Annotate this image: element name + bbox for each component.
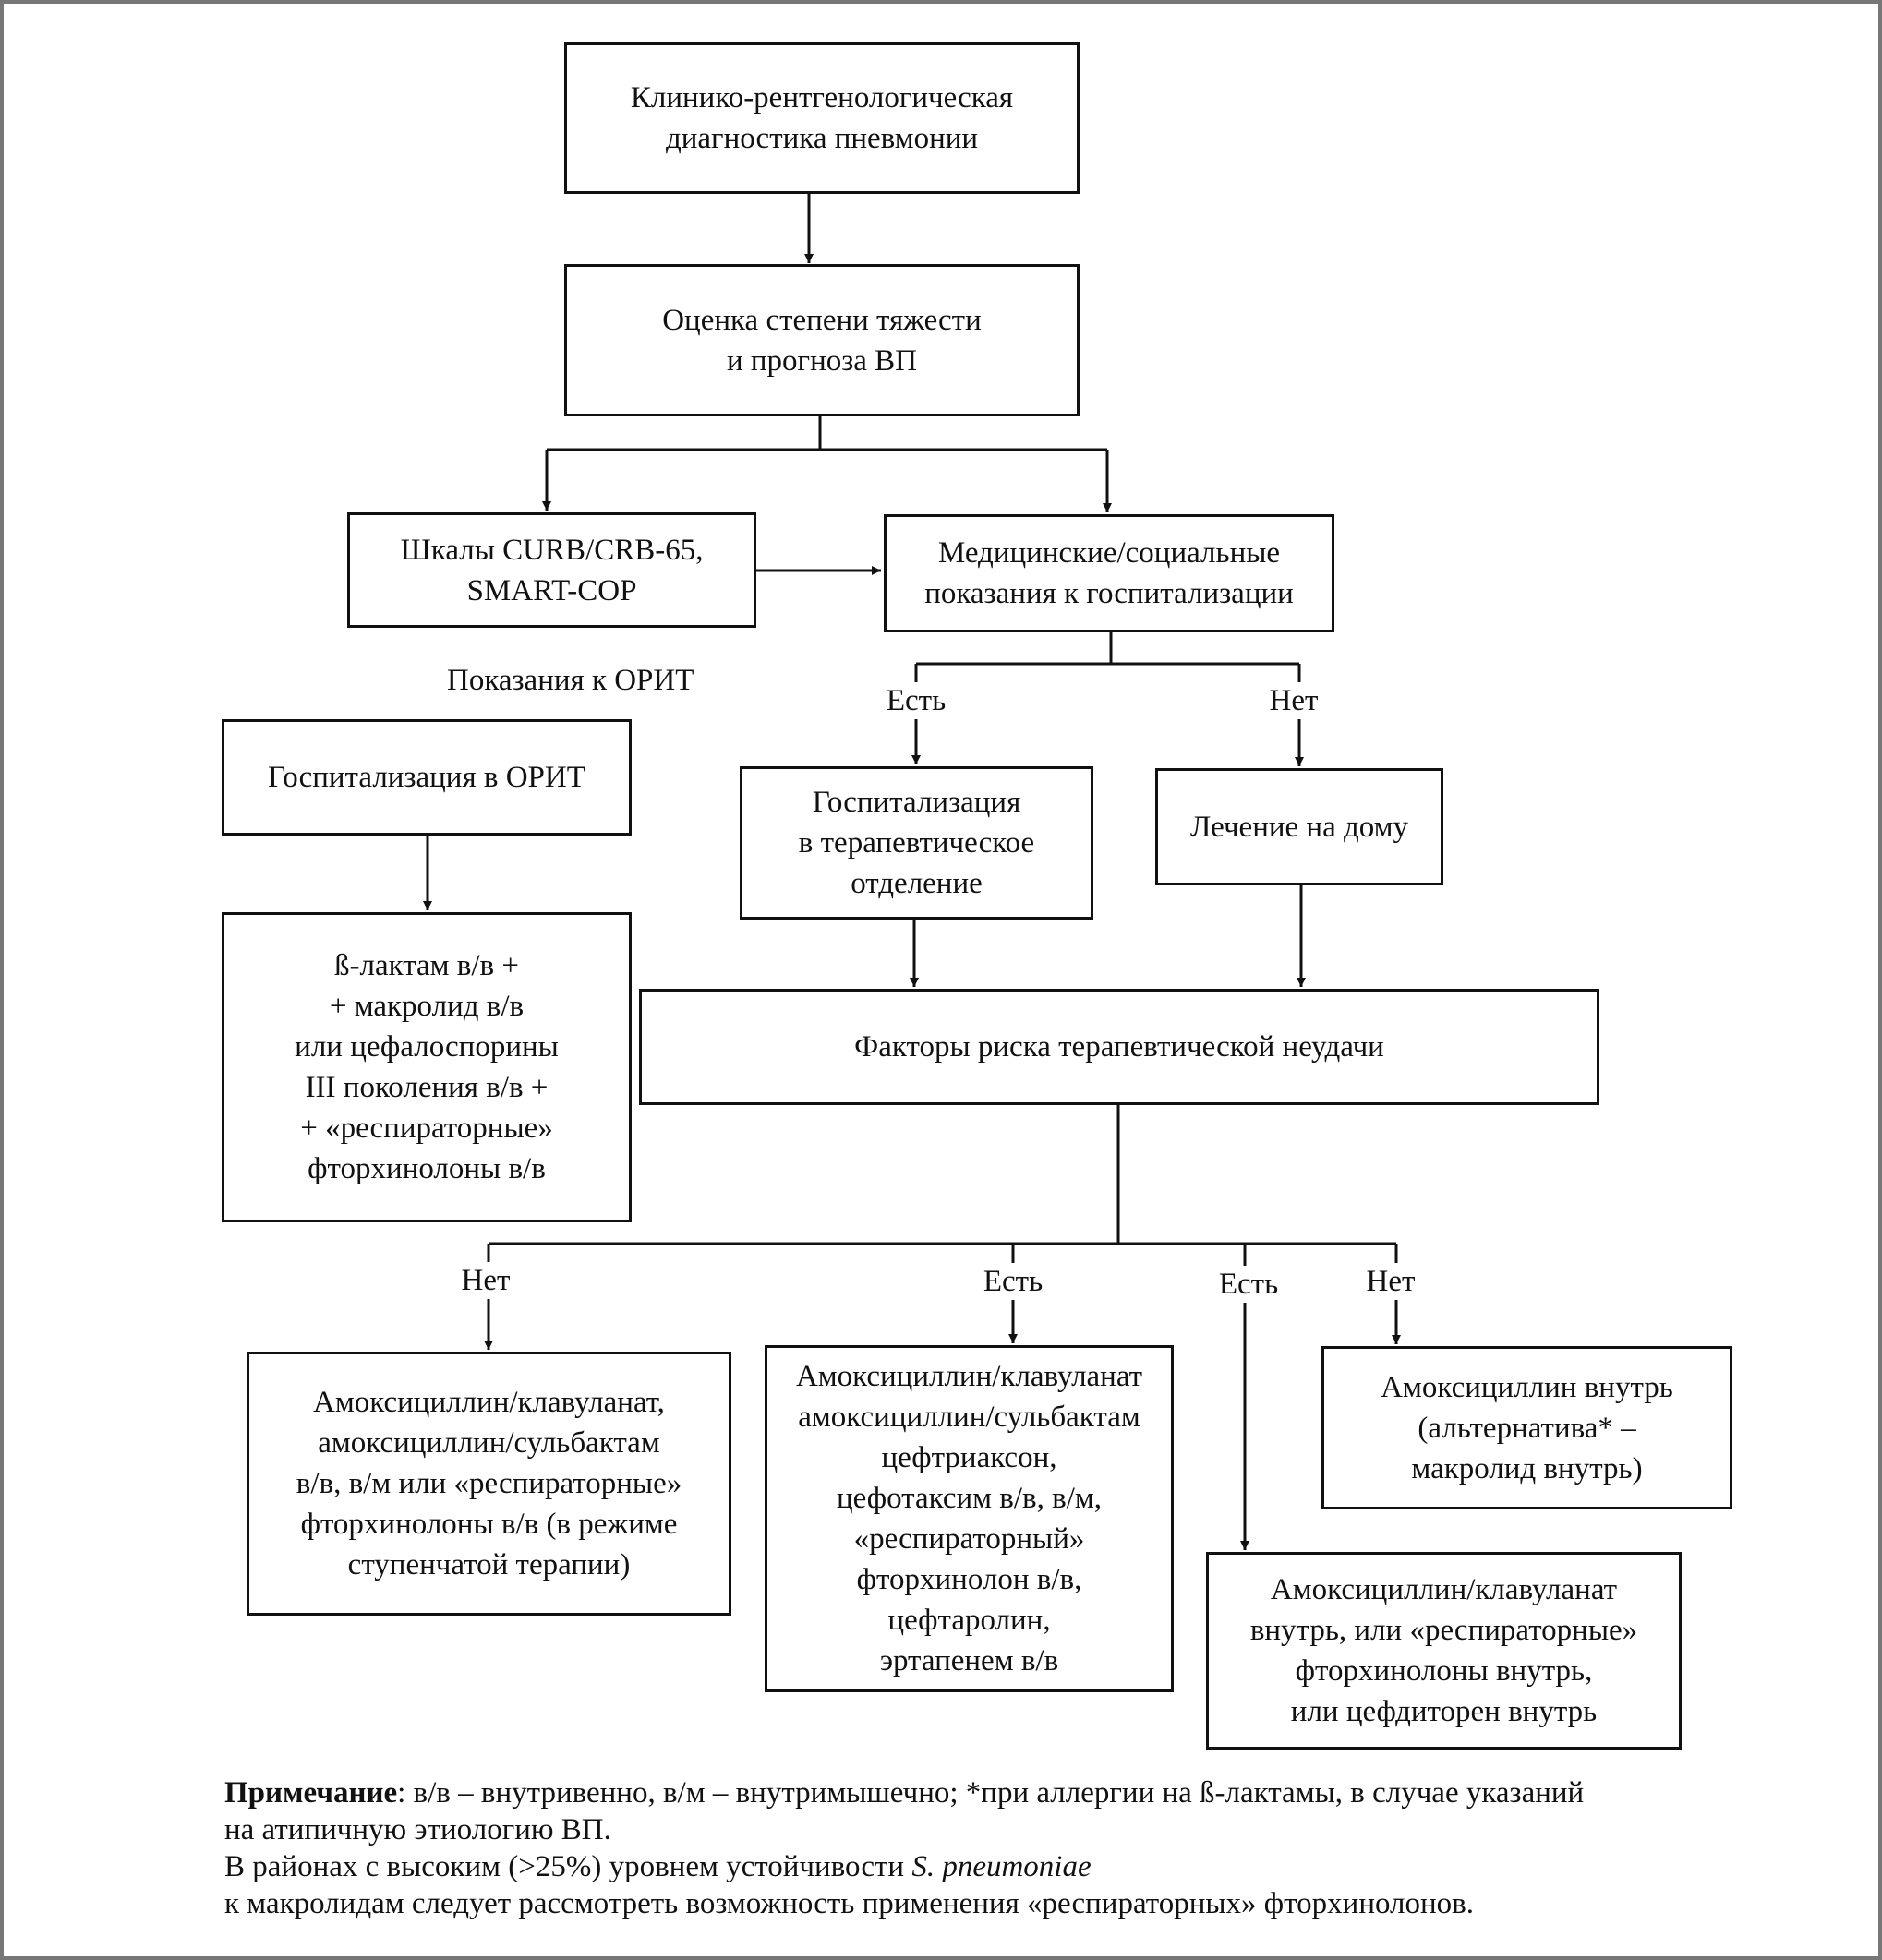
severity-box: Оценка степени тяжести и прогноза ВП [564, 264, 1080, 416]
icu-indications-label: Показания к ОРИТ [443, 662, 698, 699]
footnote-species: S. pneumoniae [911, 1850, 1092, 1883]
home-no-risk-therapy-box: Амоксициллин внутрь (альтернатива* – мак… [1321, 1346, 1732, 1509]
icu-therapy-box: ß-лактам в/в + + макролид в/в или цефало… [222, 912, 632, 1222]
home-risk-therapy-box: Амоксициллин/клавуланат внутрь, или «рес… [1206, 1552, 1682, 1750]
yes-label-home: Есть [1214, 1266, 1283, 1303]
footnote: Примечание: в/в – внутривенно, в/м – вну… [224, 1774, 1794, 1922]
footnote-line-4: к макролидам следует рассмотреть возможн… [224, 1887, 1475, 1920]
home-treatment-box: Лечение на дому [1155, 768, 1443, 885]
no-label-hosp: Нет [1265, 682, 1322, 719]
yes-label-ward: Есть [979, 1263, 1047, 1300]
footnote-text-1: : в/в – внутривенно, в/м – внутримышечно… [397, 1776, 1585, 1810]
footnote-line-2: на атипичную этиологию ВП. [224, 1813, 611, 1846]
footnote-text-3: В районах с высоким (>25%) уровнем устой… [224, 1850, 912, 1883]
risk-factors-box: Факторы риска терапевтической неудачи [639, 989, 1599, 1105]
ward-no-risk-therapy-box: Амоксициллин/клавуланат, амоксициллин/су… [247, 1352, 731, 1616]
ward-risk-therapy-box: Амоксициллин/клавуланат амоксициллин/сул… [765, 1345, 1174, 1692]
icu-hosp-box: Госпитализация в ОРИТ [222, 719, 632, 836]
diagnostics-box: Клинико-рентгенологическая диагностика п… [564, 42, 1080, 194]
footnote-line-3: В районах с высоким (>25%) уровнем устой… [224, 1848, 1794, 1885]
yes-label-hosp: Есть [882, 682, 950, 719]
scales-box: Шкалы CURB/CRB-65, SMART-COP [347, 512, 756, 628]
ward-hosp-box: Госпитализация в терапевтическое отделен… [740, 766, 1093, 920]
footnote-line-1: Примечание: в/в – внутривенно, в/м – вну… [224, 1774, 1794, 1811]
footnote-bold-prefix: Примечание [224, 1776, 398, 1810]
no-label-ward: Нет [457, 1262, 514, 1299]
no-label-home: Нет [1362, 1263, 1419, 1300]
hosp-indications-box: Медицинские/социальные показания к госпи… [884, 514, 1334, 632]
